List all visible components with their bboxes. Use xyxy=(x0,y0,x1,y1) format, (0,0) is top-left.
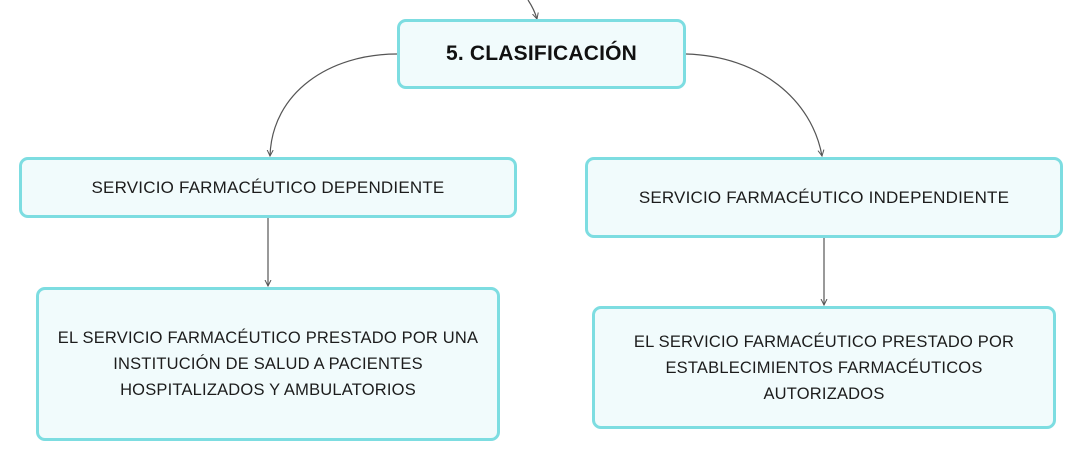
branch-label-independiente: SERVICIO FARMACÉUTICO INDEPENDIENTE xyxy=(638,187,1010,207)
detail-node-independiente[interactable]: EL SERVICIO FARMACÉUTICO PRESTADO POR ES… xyxy=(592,306,1056,429)
branch-label-dependiente: SERVICIO FARMACÉUTICO DEPENDIENTE xyxy=(91,177,445,197)
branch-node-dependiente[interactable]: SERVICIO FARMACÉUTICO DEPENDIENTE xyxy=(19,157,517,218)
root-topic-node[interactable]: 5. CLASIFICACIÓN xyxy=(397,19,686,89)
detail-node-dependiente[interactable]: EL SERVICIO FARMACÉUTICO PRESTADO POR UN… xyxy=(36,287,500,441)
detail-text-dependiente: EL SERVICIO FARMACÉUTICO PRESTADO POR UN… xyxy=(57,329,479,399)
detail-text-independiente: EL SERVICIO FARMACÉUTICO PRESTADO POR ES… xyxy=(633,332,1015,403)
connector-root-to-right-branch xyxy=(685,53,822,156)
connector-root-to-left-branch xyxy=(270,53,398,156)
root-topic-label: 5. CLASIFICACIÓN xyxy=(445,42,638,65)
incoming-connector xyxy=(527,0,537,19)
branch-node-independiente[interactable]: SERVICIO FARMACÉUTICO INDEPENDIENTE xyxy=(585,157,1063,238)
